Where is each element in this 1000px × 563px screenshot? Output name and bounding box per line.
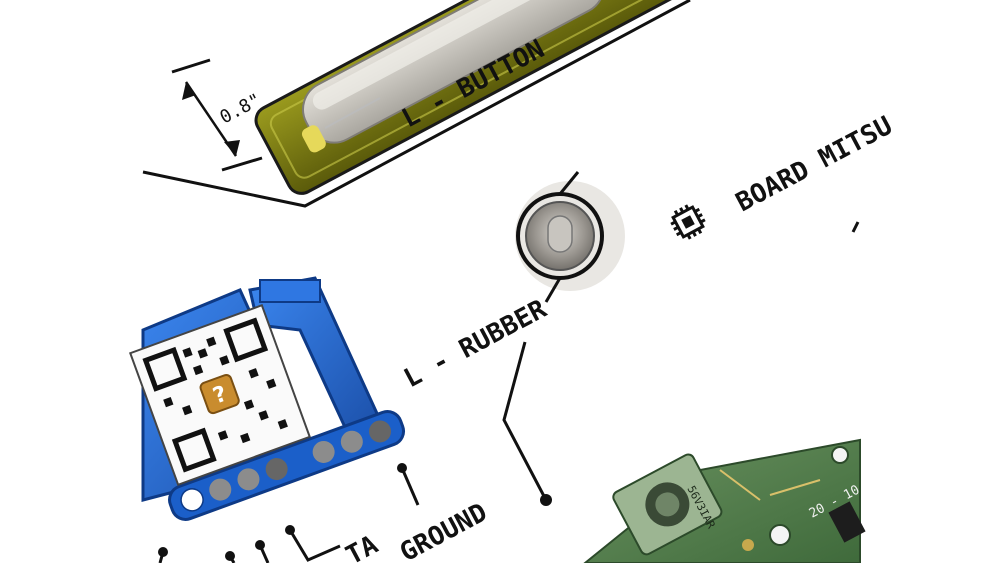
ribbon-cable-assembly: ? <box>128 276 406 521</box>
l-button-assembly <box>142 0 691 208</box>
l-button-outline <box>142 0 691 208</box>
ground-label: GROUND <box>395 498 492 563</box>
dimension-marker: 0.8" <box>171 58 265 172</box>
l-rubber-part <box>515 171 625 303</box>
board-label: BOARD MITSU <box>731 111 897 218</box>
l-rubber-leader <box>502 341 548 501</box>
l-rubber-label: L - RUBBER <box>399 294 552 394</box>
data-label-partial: TA <box>341 530 383 563</box>
circuit-board: 56V3IAR 20 - 10 <box>583 438 866 563</box>
chip-icon <box>670 204 706 240</box>
